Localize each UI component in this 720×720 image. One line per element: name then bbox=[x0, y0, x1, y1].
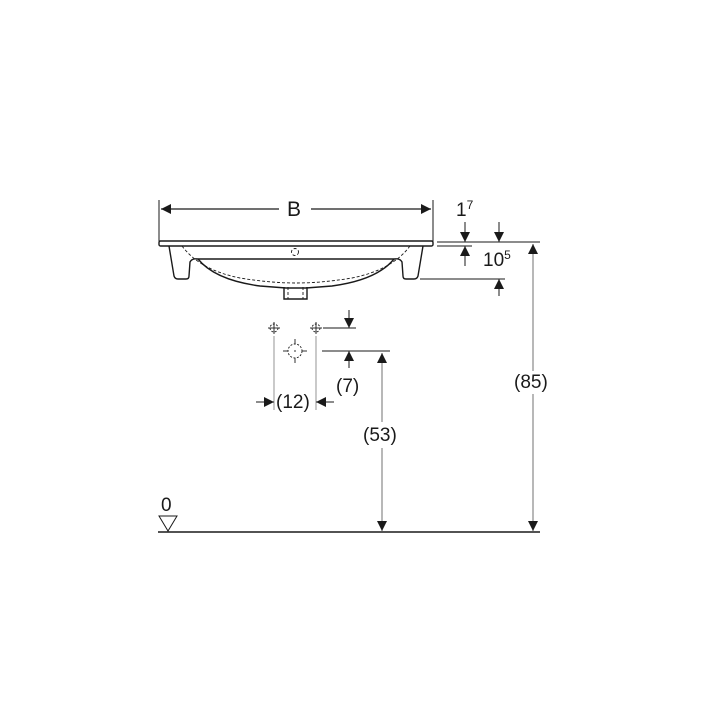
rim-thickness-sup: 7 bbox=[466, 198, 474, 212]
floor-line bbox=[158, 515, 540, 533]
waste-offset-label: (7) bbox=[336, 376, 360, 397]
washbasin-outline bbox=[158, 240, 434, 300]
width-dimension bbox=[158, 200, 434, 243]
rim-and-depth-dimensions bbox=[420, 222, 540, 296]
depth-sup: 5 bbox=[504, 248, 511, 262]
waste-height-label: (53) bbox=[363, 425, 397, 446]
floor-level-label: 0 bbox=[161, 495, 172, 516]
tap-spacing-label: (12) bbox=[276, 392, 310, 413]
depth-label: 105 bbox=[483, 248, 511, 271]
width-label: B bbox=[287, 198, 302, 221]
depth-main: 10 bbox=[483, 250, 505, 271]
rim-thickness-main: 1 bbox=[456, 200, 467, 221]
rim-thickness-label: 17 bbox=[456, 198, 474, 221]
bowl-hidden-lines bbox=[181, 245, 411, 299]
total-height-label: (85) bbox=[514, 372, 548, 393]
